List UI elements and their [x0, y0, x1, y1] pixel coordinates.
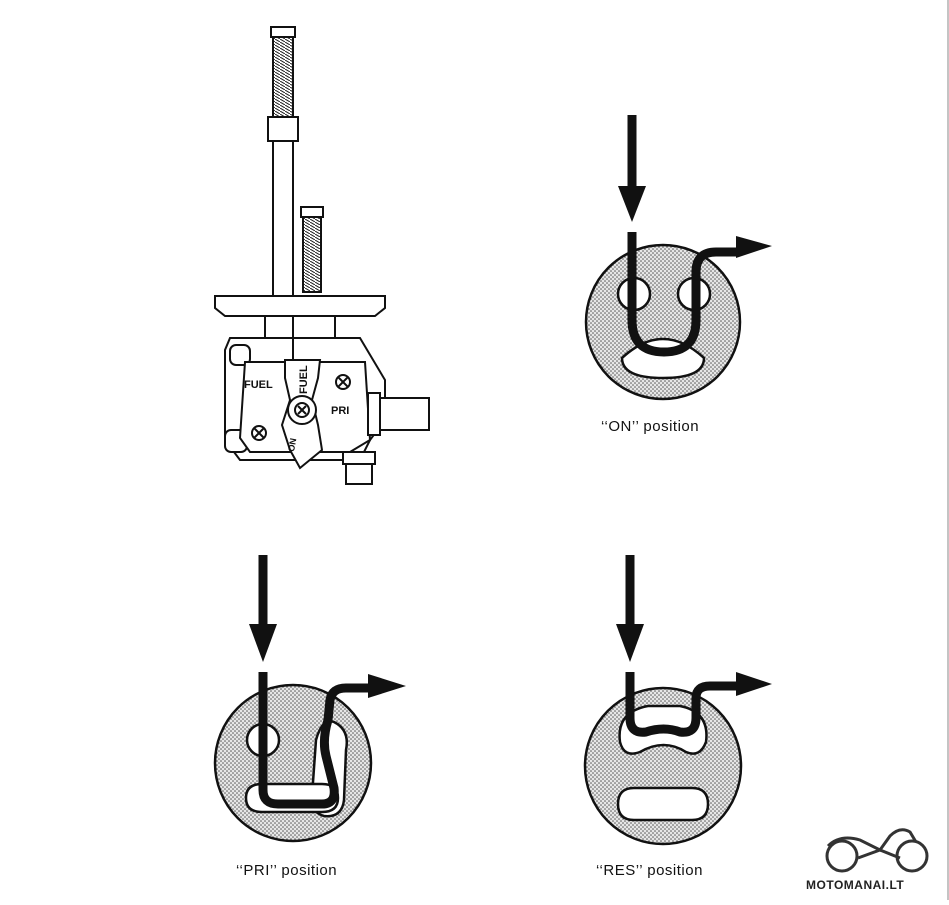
pri-valve-disc — [213, 683, 373, 843]
res-outlet-slot — [616, 786, 710, 822]
outlet-fitting — [371, 397, 430, 431]
res-position-caption: ‘‘RES’’ position — [596, 862, 703, 879]
res-position-diagram — [583, 555, 772, 846]
short-tube-cap — [300, 206, 324, 218]
res-flow-path — [625, 672, 740, 737]
pri-position-diagram — [213, 555, 406, 843]
pri-flow-path — [258, 672, 372, 809]
label-fuel-left: FUEL — [244, 379, 273, 391]
drain-nozzle — [345, 463, 373, 485]
short-tube-screen — [302, 216, 322, 293]
on-position-caption: ‘‘ON’’ position — [601, 418, 700, 435]
pri-outflow-arrow-head — [368, 674, 406, 698]
on-inflow-arrow-head — [618, 186, 646, 222]
on-flow-path — [627, 232, 740, 357]
label-on: ON — [286, 437, 298, 452]
res-inflow-arrow-head — [616, 624, 644, 662]
on-position-diagram — [584, 115, 772, 401]
tall-tube-collar — [267, 116, 299, 142]
fuel-petcock-illustration — [214, 26, 430, 485]
tall-tube-cap — [270, 26, 296, 38]
label-fuel-lever: FUEL — [298, 365, 310, 394]
label-pri: PRI — [331, 405, 349, 417]
flange-neck — [264, 315, 336, 339]
pri-position-caption: ‘‘PRI’’ position — [236, 862, 338, 879]
motorcycle-logo-icon — [825, 828, 929, 873]
tall-tube-screen — [272, 36, 294, 118]
body-boss-top-left — [229, 344, 251, 366]
mounting-flange — [214, 295, 386, 317]
tall-tube-body — [272, 140, 294, 297]
watermark-text: MOTOMANAI.LT — [806, 878, 905, 892]
pri-inflow-arrow-head — [249, 624, 277, 662]
drain-collar — [342, 451, 376, 465]
outlet-collar — [367, 392, 381, 436]
on-outflow-arrow-head — [736, 236, 772, 258]
petcock-labels: FUEL FUEL PRI ON — [244, 365, 349, 452]
res-outflow-arrow-head — [736, 672, 772, 696]
